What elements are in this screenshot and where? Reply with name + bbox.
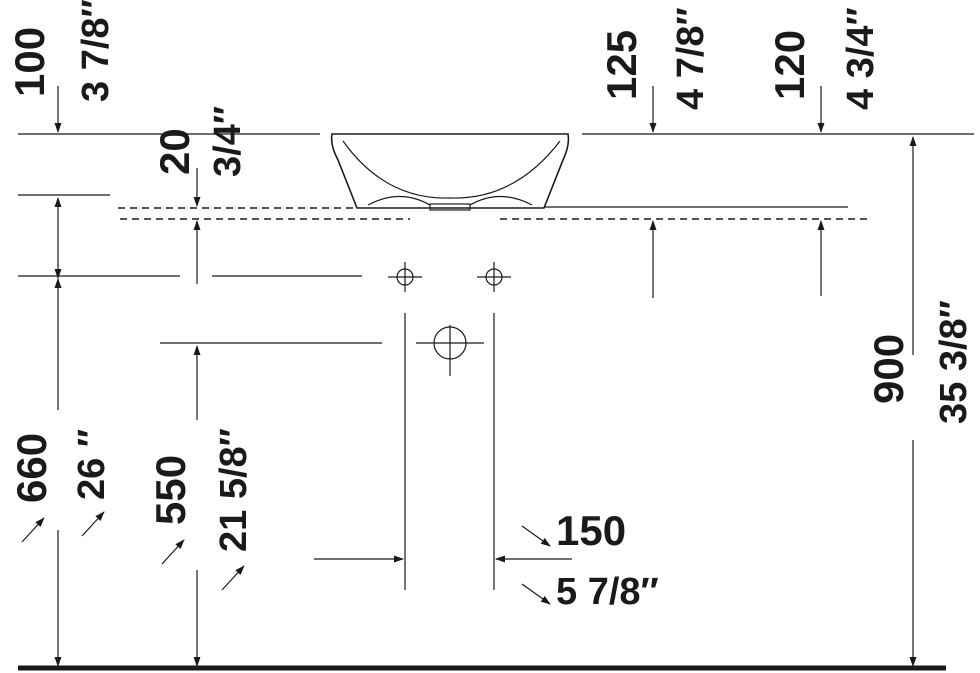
dim-550-mm: 550 xyxy=(147,455,194,525)
dim-900-mm: 900 xyxy=(865,334,912,404)
fixing-hole-right xyxy=(477,262,511,292)
countertop-surface xyxy=(118,206,870,220)
pointer-arrows xyxy=(21,511,551,605)
dim-660-mm: 660 xyxy=(8,433,55,503)
dim-100-mm: 100 xyxy=(6,27,53,97)
dim-100-inch: 3 7/8″ xyxy=(75,0,117,102)
dim-20-inch: 3/4″ xyxy=(207,106,249,177)
fixing-hole-left xyxy=(388,262,422,292)
dim-20-mm: 20 xyxy=(151,128,198,175)
dim-125-inch: 4 7/8″ xyxy=(670,7,712,110)
dim-120-mm: 120 xyxy=(766,30,813,100)
dim-120-inch: 4 3/4″ xyxy=(840,7,882,110)
basin-outline xyxy=(330,133,570,211)
dim-550-inch: 21 5/8″ xyxy=(213,428,255,552)
waste-outlet xyxy=(416,325,484,376)
dim-660-inch: 26 ″ xyxy=(71,429,113,500)
dim-900-inch: 35 3/8″ xyxy=(933,300,975,424)
dim-125-mm: 125 xyxy=(598,30,645,100)
dim-150-inch: 5 7/8″ xyxy=(556,571,659,613)
dim-150-mm: 150 xyxy=(556,507,626,554)
